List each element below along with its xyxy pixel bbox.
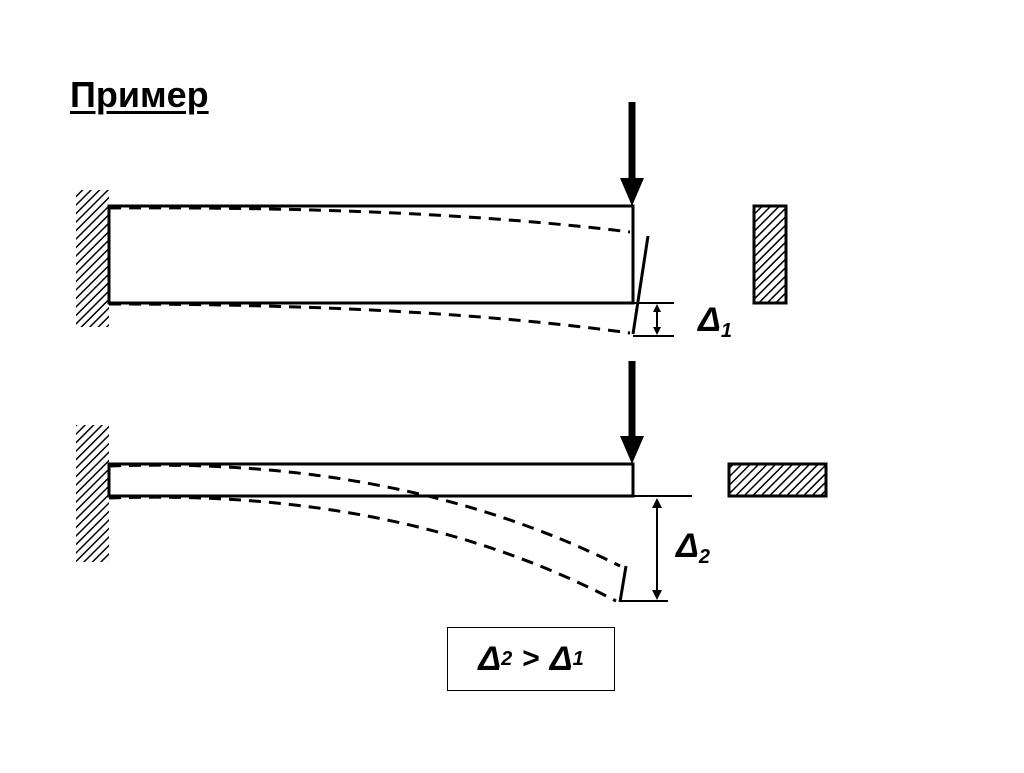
beam-1-deflected-end xyxy=(631,235,650,335)
wall-support-1 xyxy=(76,190,109,327)
load-arrow-1-head xyxy=(620,178,644,206)
comparison-left-subscript: 2 xyxy=(501,647,513,670)
cross-section-tall xyxy=(752,204,788,305)
wall-support-2 xyxy=(76,425,109,562)
beam-2-deflected-end xyxy=(618,565,628,603)
dim-1-arrow-bottom xyxy=(653,327,661,335)
beam-2-deflected-top xyxy=(108,463,621,568)
comparison-left-symbol: Δ xyxy=(478,639,502,678)
comparison-operator: > xyxy=(522,642,540,675)
delta-1-subscript: 1 xyxy=(720,320,732,342)
page-title: Пример xyxy=(70,74,209,115)
delta-2-symbol: Δ xyxy=(676,527,699,565)
beam-2 xyxy=(107,462,635,498)
comparison-right-subscript: 1 xyxy=(572,647,584,670)
beam-1 xyxy=(107,204,635,305)
delta-2-subscript: 2 xyxy=(698,546,710,568)
dim-2-arrow-bottom xyxy=(652,590,662,600)
beam-1-deflected-bottom xyxy=(108,302,631,335)
beam-2-deflected-bottom xyxy=(108,495,617,603)
beam-1-deflected-top xyxy=(108,206,631,234)
delta-1-label: Δ1 xyxy=(698,303,732,341)
load-arrow-2-head xyxy=(620,436,644,464)
cross-section-flat xyxy=(727,462,828,498)
dim-1-arrow-top xyxy=(653,304,661,312)
dim-2-arrow-top xyxy=(652,498,662,508)
delta-1-symbol: Δ xyxy=(698,301,721,339)
delta-2-label: Δ2 xyxy=(676,529,710,567)
comparison-right-symbol: Δ xyxy=(549,639,573,678)
